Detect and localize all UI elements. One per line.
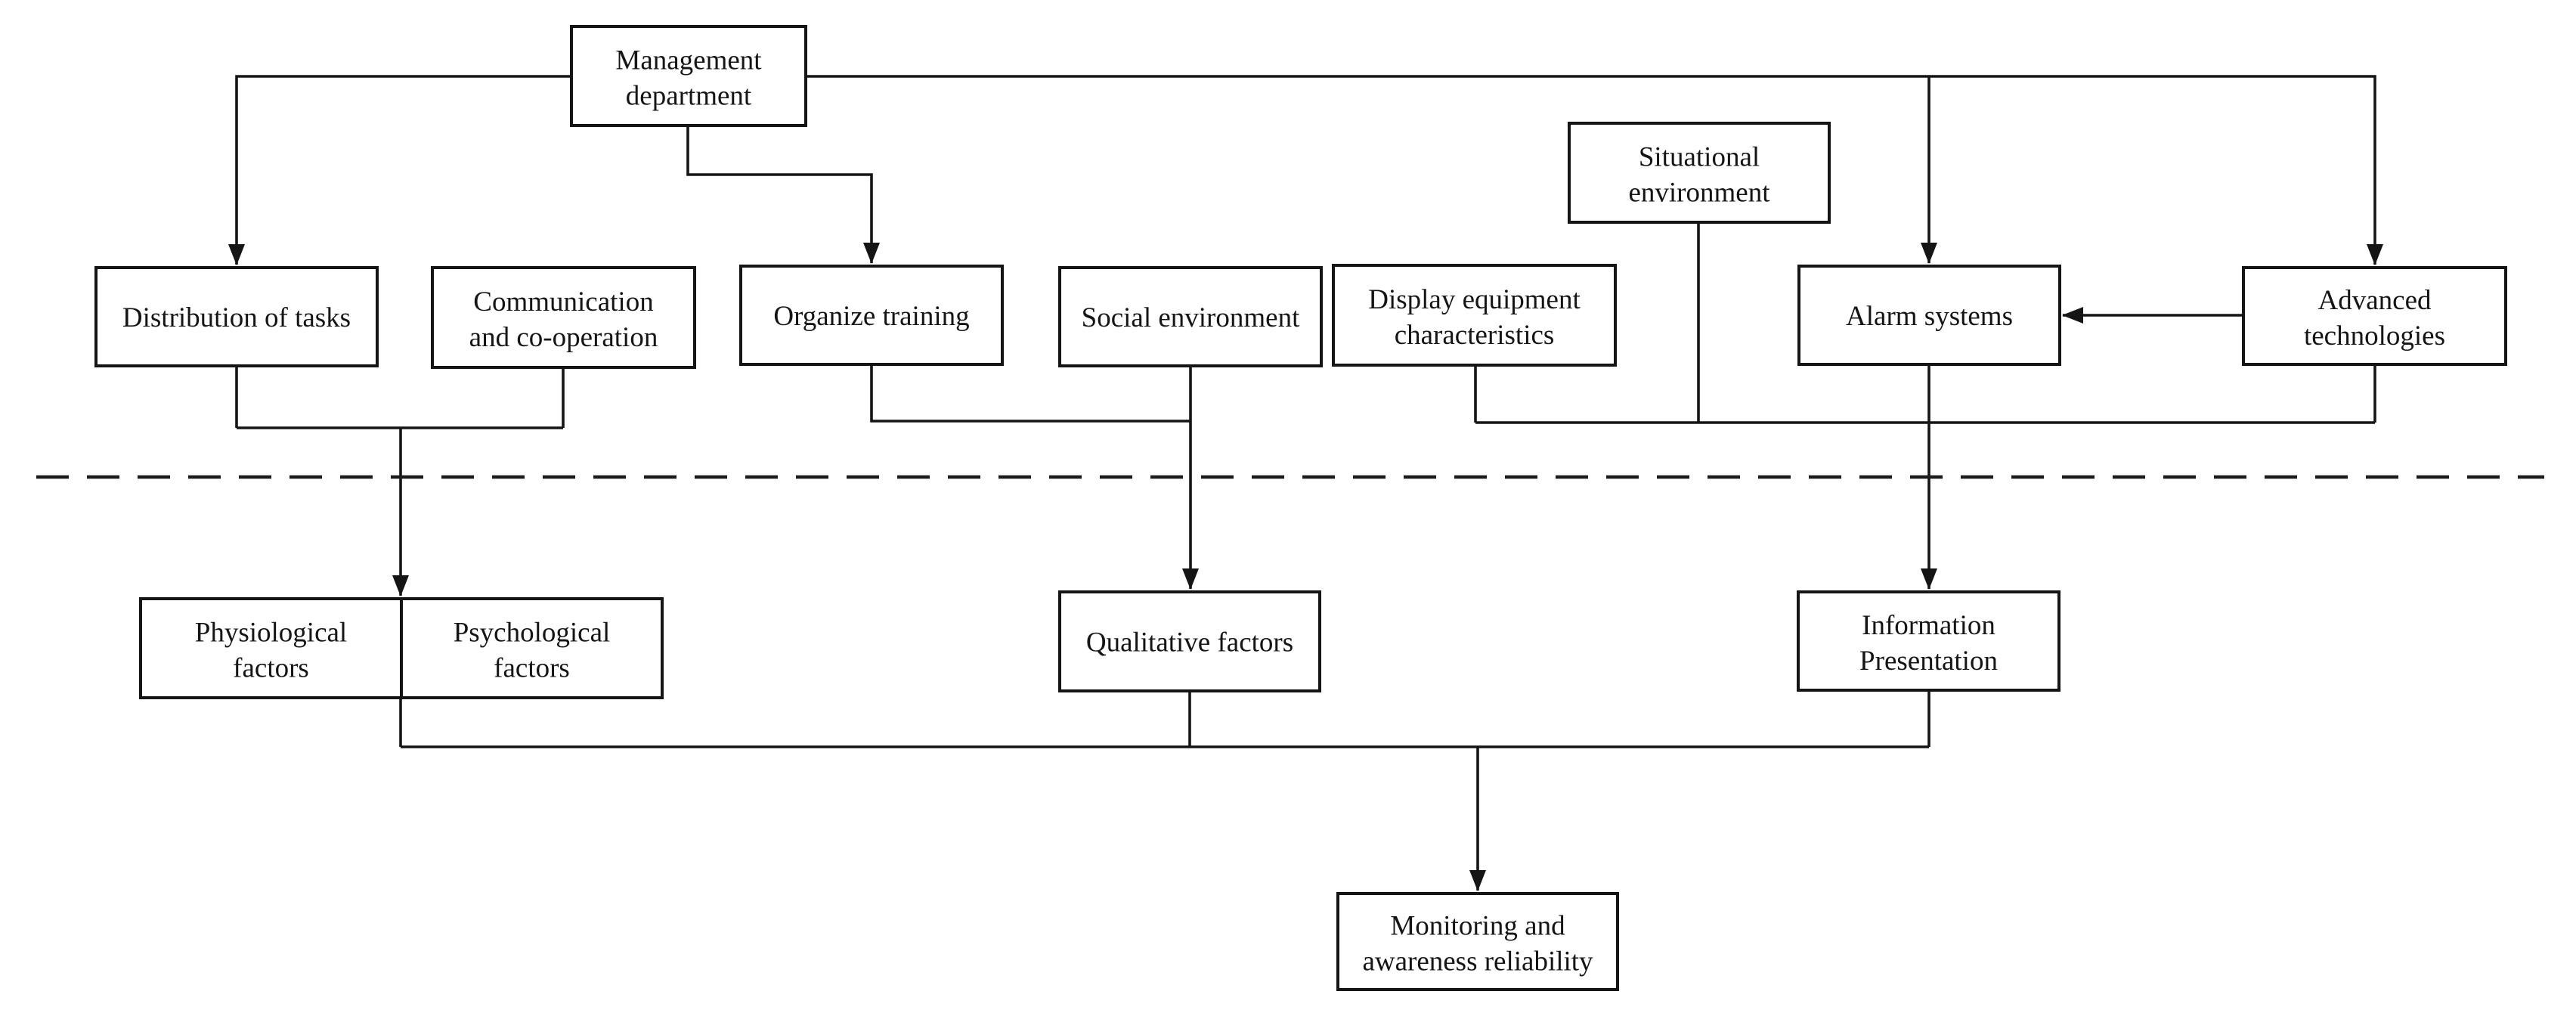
node-display-equipment-label: Display equipment characteristics [1368, 284, 1581, 351]
node-qualitative: Qualitative factors [1058, 590, 1321, 692]
node-qualitative-label-line-0: Qualitative factors [1086, 627, 1293, 658]
node-advanced: Advanced technologies [2242, 266, 2507, 366]
node-distribution-label: Distribution of tasks [122, 302, 351, 333]
node-communication-label-line-1: and co-operation [469, 322, 658, 353]
node-physiological-box [139, 597, 403, 699]
node-alarm-label-line-0: Alarm systems [1846, 301, 2013, 332]
node-communication-box [431, 266, 696, 369]
node-communication: Communication and co-operation [431, 266, 696, 369]
node-alarm-box [1797, 265, 2061, 366]
node-advanced-box [2242, 266, 2507, 366]
node-display-equipment-box [1332, 264, 1617, 367]
node-management: Management department [570, 25, 807, 127]
node-display-equipment: Display equipment characteristics [1332, 264, 1617, 367]
node-display-equipment-label-line-1: characteristics [1395, 320, 1555, 351]
node-distribution: Distribution of tasks [94, 266, 379, 367]
node-situational-label: Situational environment [1628, 142, 1770, 209]
node-physiological: Physiological factors [139, 597, 403, 699]
node-monitoring: Monitoring and awareness reliability [1336, 892, 1619, 991]
node-qualitative-box [1058, 590, 1321, 692]
node-organize-label: Organize training [773, 301, 969, 332]
node-psychological-label: Psychological factors [454, 618, 611, 684]
node-social-label-line-0: Social environment [1082, 302, 1300, 333]
node-display-equipment-label-line-0: Display equipment [1368, 284, 1581, 315]
node-social-label: Social environment [1082, 302, 1300, 333]
node-advanced-label: Advanced technologies [2304, 285, 2445, 352]
node-information-box [1797, 590, 2060, 692]
connector-management-to-organize [686, 125, 880, 264]
node-information-label-line-1: Presentation [1859, 646, 1998, 677]
node-situational-label-line-1: environment [1628, 178, 1770, 209]
node-monitoring-label-line-1: awareness reliability [1362, 946, 1593, 977]
node-psychological: Psychological factors [400, 597, 664, 699]
node-psychological-label-line-0: Psychological [454, 618, 611, 649]
node-advanced-label-line-1: technologies [2304, 321, 2445, 352]
node-qualitative-label: Qualitative factors [1086, 627, 1293, 658]
node-monitoring-box [1336, 892, 1619, 991]
node-situational: Situational environment [1568, 122, 1831, 224]
node-psychological-label-line-1: factors [494, 653, 570, 684]
node-distribution-label-line-0: Distribution of tasks [122, 302, 351, 333]
node-advanced-label-line-0: Advanced [2318, 285, 2432, 316]
node-alarm-label: Alarm systems [1846, 301, 2013, 332]
node-organize-label-line-0: Organize training [773, 301, 969, 332]
node-information-label-line-0: Information [1862, 610, 1995, 641]
node-physiological-label: Physiological factors [195, 618, 347, 684]
node-physiological-label-line-0: Physiological [195, 618, 347, 649]
node-management-label-line-1: department [626, 81, 752, 112]
node-organize: Organize training [739, 265, 1004, 366]
node-management-label-line-0: Management [615, 45, 762, 76]
node-monitoring-label-line-0: Monitoring and [1390, 911, 1565, 942]
node-communication-label-line-0: Communication [473, 287, 653, 318]
connector-organize-elbow [870, 364, 1190, 423]
connector-management-to-distribution [228, 75, 571, 265]
node-situational-box [1568, 122, 1831, 224]
node-social: Social environment [1058, 266, 1323, 367]
node-communication-label: Communication and co-operation [469, 287, 658, 353]
node-social-box [1058, 266, 1323, 367]
node-psychological-box [400, 597, 664, 699]
node-organize-box [739, 265, 1004, 366]
node-monitoring-label: Monitoring and awareness reliability [1362, 911, 1593, 977]
node-distribution-box [94, 266, 379, 367]
node-management-box [570, 25, 807, 127]
connector-management-to-advanced [806, 75, 2383, 265]
node-management-label: Management department [615, 45, 762, 112]
node-alarm: Alarm systems [1797, 265, 2061, 366]
node-situational-label-line-0: Situational [1639, 142, 1760, 173]
node-physiological-label-line-1: factors [233, 653, 309, 684]
